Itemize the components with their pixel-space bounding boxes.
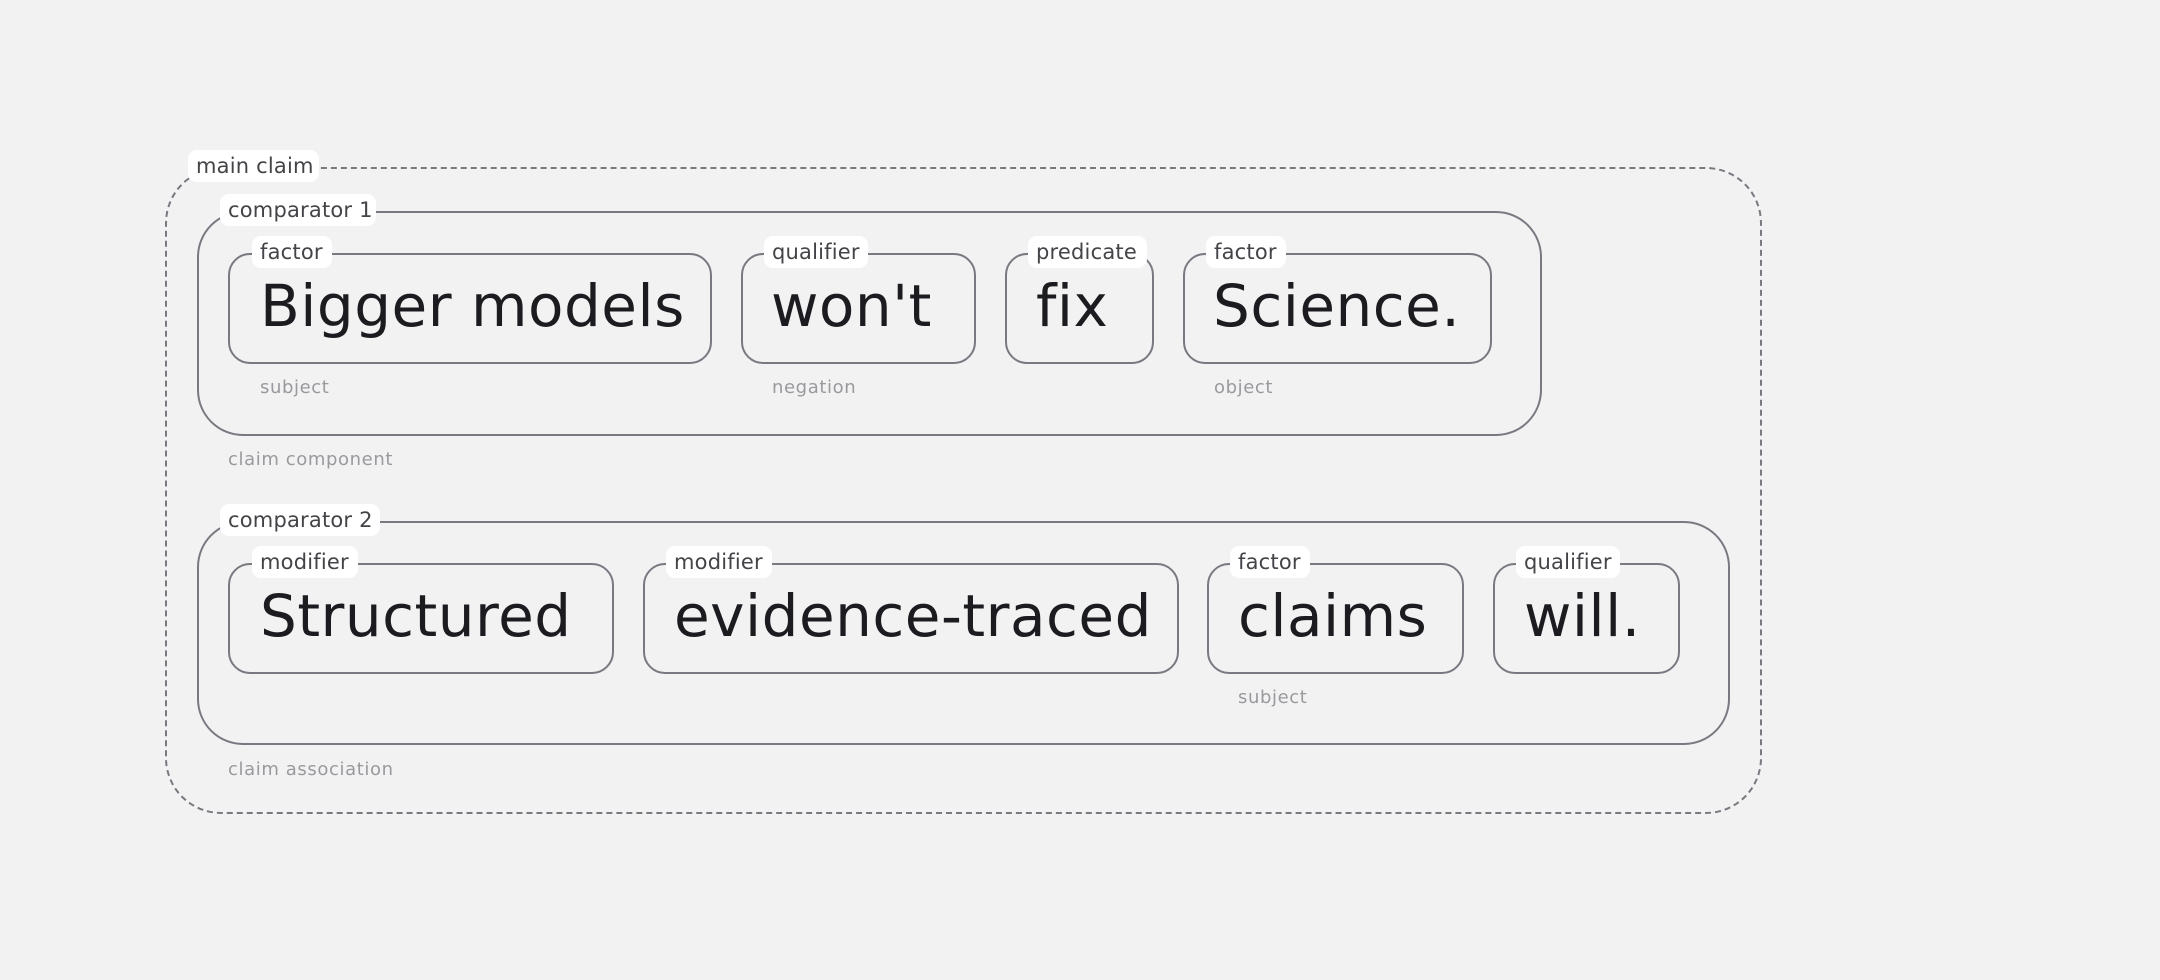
token-tag-factor: factor bbox=[252, 236, 332, 268]
main-claim-frame bbox=[165, 167, 1762, 814]
token-science bbox=[1183, 253, 1492, 364]
token-tag-modifier: modifier bbox=[666, 546, 772, 578]
comparator-1-frame bbox=[197, 211, 1542, 436]
token-role-subject: subject bbox=[1238, 687, 1308, 708]
comparator-1-caption: claim component bbox=[228, 449, 394, 470]
token-word: Structured bbox=[260, 582, 572, 650]
token-word: claims bbox=[1238, 582, 1428, 650]
token-tag-factor: factor bbox=[1230, 546, 1310, 578]
token-role-object: object bbox=[1214, 377, 1274, 398]
token-evidence-traced bbox=[643, 563, 1179, 674]
token-word: evidence-traced bbox=[674, 582, 1152, 650]
token-word: Science. bbox=[1213, 272, 1461, 340]
token-role-subject: subject bbox=[260, 377, 330, 398]
comparator-2-frame bbox=[197, 521, 1730, 745]
token-role-negation: negation bbox=[772, 377, 857, 398]
token-word: won't bbox=[771, 272, 932, 340]
comparator-2-label: comparator 2 bbox=[220, 504, 380, 536]
token-bigger-models bbox=[228, 253, 712, 364]
token-tag-qualifier: qualifier bbox=[1516, 546, 1620, 578]
token-tag-qualifier: qualifier bbox=[764, 236, 868, 268]
main-claim-label: main claim bbox=[188, 150, 319, 182]
comparator-1-label: comparator 1 bbox=[220, 194, 376, 226]
comparator-2-caption: claim association bbox=[228, 759, 394, 780]
token-claims bbox=[1207, 563, 1464, 674]
token-word: fix bbox=[1036, 272, 1109, 340]
token-structured bbox=[228, 563, 614, 674]
token-tag-factor: factor bbox=[1206, 236, 1286, 268]
token-word: Bigger models bbox=[260, 272, 685, 340]
token-word: will. bbox=[1524, 582, 1641, 650]
token-tag-predicate: predicate bbox=[1028, 236, 1147, 268]
token-tag-modifier: modifier bbox=[252, 546, 358, 578]
